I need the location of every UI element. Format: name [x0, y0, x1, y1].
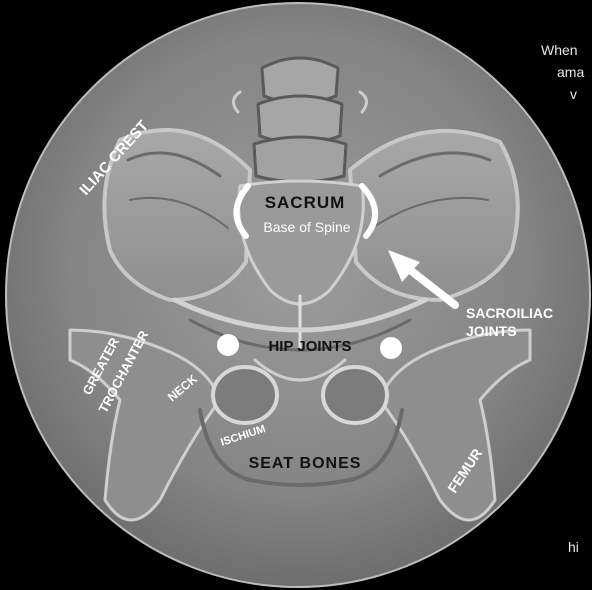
label-sacroiliac: SACROILIAC	[466, 305, 553, 321]
label-sacrum: SACRUM	[265, 193, 346, 212]
label-joints: JOINTS	[466, 323, 517, 339]
label-hip-joints: HIP JOINTS	[268, 338, 351, 355]
label-base-of-spine: Base of Spine	[263, 219, 350, 235]
right-hip-joint-dot	[380, 337, 402, 359]
side-text-line-1: When	[541, 41, 578, 59]
side-text-line-3: v	[570, 85, 577, 103]
side-text-bottom: hi	[568, 538, 579, 556]
side-text-line-2: ama	[557, 63, 584, 81]
left-hip-joint-dot	[217, 334, 239, 356]
label-seat-bones: SEAT BONES	[249, 455, 362, 472]
